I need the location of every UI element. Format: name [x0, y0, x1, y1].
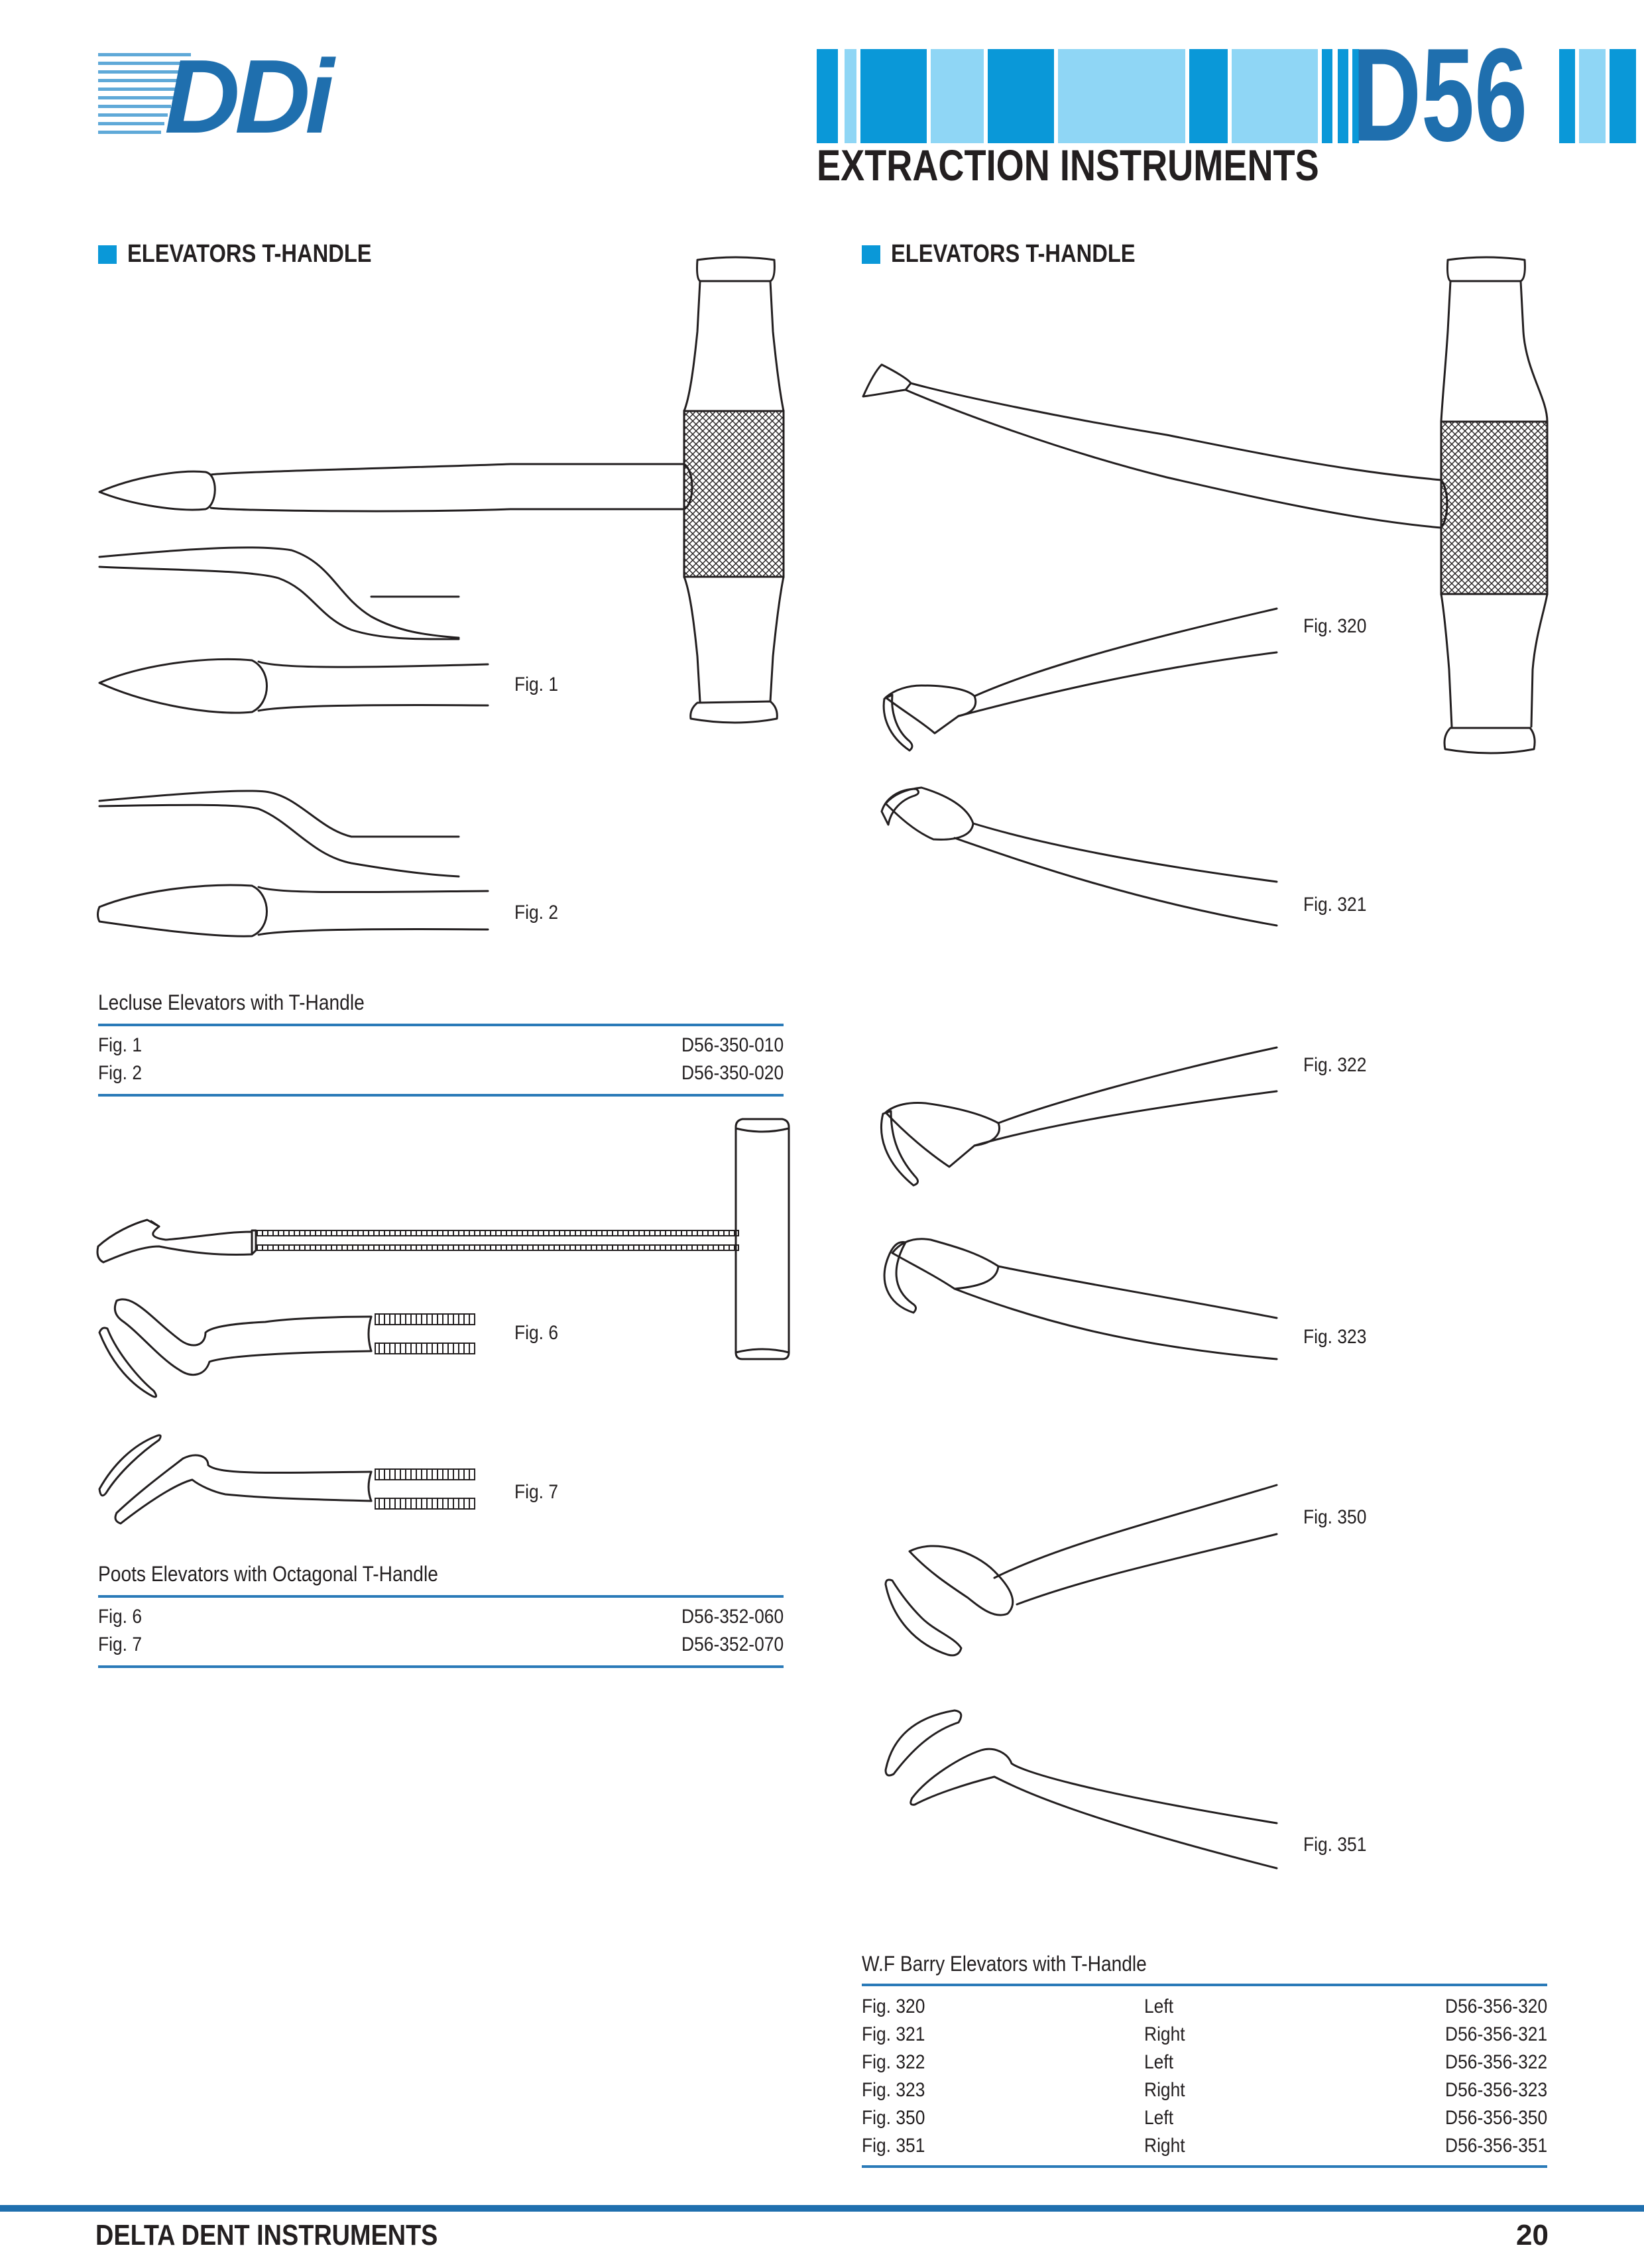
fig-label-322: Fig. 322: [1303, 1054, 1367, 1076]
table-cell-fig: Fig. 322: [862, 2051, 925, 2073]
left-section-heading: ELEVATORS T-HANDLE: [98, 240, 412, 269]
table-cell-fig: Fig. 323: [862, 2079, 925, 2101]
header-code: D56: [1352, 21, 1528, 169]
table-cell-fig: Fig. 350: [862, 2107, 925, 2129]
table-rule-top: [862, 1984, 1547, 1986]
table-cell-code: D56-356-320: [1444, 1996, 1547, 2017]
table-cell-fig: Fig. 351: [862, 2135, 925, 2157]
table-cell-fig: Fig. 7: [98, 1634, 143, 1655]
table-cell-code: D56-350-020: [681, 1062, 784, 1084]
fig-label-1: Fig. 1: [514, 674, 559, 695]
right-section-heading: ELEVATORS T-HANDLE: [862, 240, 1175, 269]
fig-label-6: Fig. 6: [514, 1322, 559, 1344]
table-cell-code: D56-356-321: [1444, 2023, 1547, 2045]
lecluse-elevator-fig1-drawing: [98, 256, 785, 724]
table-cell-code: D56-352-070: [681, 1634, 784, 1655]
header-title: EXTRACTION INSTRUMENTS: [817, 141, 1319, 190]
table-cell-fig: Fig. 1: [98, 1034, 143, 1056]
table-cell-side: Right: [1144, 2079, 1185, 2101]
table-rule-bottom: [862, 2165, 1547, 2168]
table-rule-top: [98, 1024, 784, 1026]
table-rule-top: [98, 1595, 784, 1598]
table-cell-code: D56-356-323: [1444, 2079, 1547, 2101]
table-cell-code: D56-350-010: [681, 1034, 784, 1056]
fig-label-350: Fig. 350: [1303, 1506, 1367, 1528]
poots-elevator-fig7-drawing: [98, 1434, 475, 1525]
table-cell-side: Left: [1144, 2107, 1174, 2129]
table-rule-bottom: [98, 1665, 784, 1668]
bullet-square: [862, 245, 880, 264]
table-rule-bottom: [98, 1094, 784, 1097]
fig-label-320: Fig. 320: [1303, 615, 1367, 637]
table-cell-fig: Fig. 320: [862, 1996, 925, 2017]
fig-label-7: Fig. 7: [514, 1481, 559, 1503]
fig-label-321: Fig. 321: [1303, 894, 1367, 916]
table-title: W.F Barry Elevators with T-Handle: [862, 1952, 1147, 1976]
table-cell-fig: Fig. 321: [862, 2023, 925, 2045]
fig-label-323: Fig. 323: [1303, 1326, 1367, 1348]
fig-label-351: Fig. 351: [1303, 1834, 1367, 1856]
table-title: Poots Elevators with Octagonal T-Handle: [98, 1562, 438, 1586]
table-cell-side: Right: [1144, 2023, 1185, 2045]
header-stripe: [817, 49, 1644, 143]
ddi-logo: DDi: [98, 38, 350, 155]
logo-text: DDi: [164, 38, 334, 155]
poots-elevator-fig6-drawing: [96, 1118, 790, 1360]
table-title: Lecluse Elevators with T-Handle: [98, 990, 365, 1014]
page-number: 20: [1516, 2219, 1549, 2251]
fig-label-2: Fig. 2: [514, 902, 559, 924]
table-cell-fig: Fig. 6: [98, 1606, 143, 1628]
barry-elevator-main-drawing: [862, 256, 1549, 754]
table-cell-code: D56-356-322: [1444, 2051, 1547, 2073]
footer-company: DELTA DENT INSTRUMENTS: [95, 2219, 438, 2251]
table-cell-code: D56-356-351: [1444, 2135, 1547, 2157]
table-cell-side: Right: [1144, 2135, 1185, 2157]
table-cell-fig: Fig. 2: [98, 1062, 143, 1084]
table-cell-side: Left: [1144, 1996, 1174, 2017]
bullet-square: [98, 245, 117, 264]
table-cell-code: D56-352-060: [681, 1606, 784, 1628]
table-cell-side: Left: [1144, 2051, 1174, 2073]
table-cell-code: D56-356-350: [1444, 2107, 1547, 2129]
